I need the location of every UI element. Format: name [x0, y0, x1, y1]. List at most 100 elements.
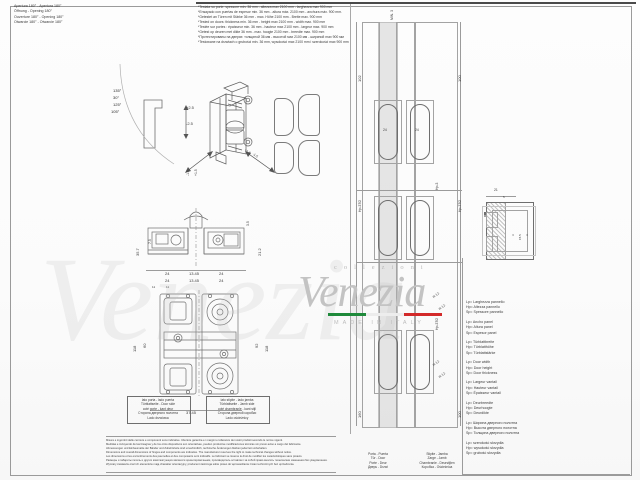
term-line: Дверь - Drzwi	[368, 465, 388, 470]
legend-line: Lp= Largeur vantail	[466, 380, 497, 385]
door-spec-line: *Testowane na drzwiach o grubości min. 3…	[198, 39, 349, 44]
term-line: Zarge - Jamb	[427, 456, 447, 461]
dim-jamb-top: 100	[457, 75, 462, 82]
detail-notch-top	[486, 212, 498, 228]
door-spec-line: *Tested on doors: thickness min. 36 mm -…	[198, 19, 326, 24]
legend-line: Hp= Высота дверного полотна	[466, 425, 517, 430]
spacer2	[484, 215, 486, 217]
legend-line: Lp= szerokość skrzydła	[466, 440, 504, 445]
hinge-mortise-bottom-panel	[378, 334, 398, 390]
hinge-position-bottom-panel	[374, 330, 402, 394]
caption-door-side-box	[127, 396, 191, 424]
dim-front-inner: 92	[254, 343, 259, 348]
caption-line: Türblattseite - Door side	[140, 402, 175, 407]
opening-spec-line: Apertura 180° - Apertura 180°	[14, 4, 62, 8]
vertical-adjust-arrow-icon	[183, 105, 189, 139]
bottom-terms-jamb: Stipite - Jamba Zarge - Jamb Chambranle …	[406, 452, 468, 470]
disclaimer-bottom-rule	[106, 472, 336, 473]
legend-line: Sp= Толщина дверного полотна	[466, 431, 520, 436]
legend-line: Lp= Ancho panel	[466, 320, 493, 325]
hinge-mortise-top-panel	[378, 104, 398, 160]
dim-knuckle: 13.45	[189, 271, 200, 276]
hinge-mortise-mid-jamb	[410, 200, 430, 256]
term-line: Porta - Puerta	[368, 452, 388, 456]
door-spec-block: *Testata su porte: spessore min. 36 mm -…	[198, 5, 634, 45]
caption-line: Lado drzwiowa	[147, 415, 169, 420]
hinge-mortise-mid-panel	[378, 200, 398, 256]
door-spec-line: *Getestet an Türen mit Stärke 36 mm - ma…	[198, 14, 322, 19]
column-divider	[350, 4, 351, 434]
detail-sub-label: 5	[503, 195, 505, 199]
angle-value: 135°	[113, 88, 122, 93]
sheet-border	[10, 6, 632, 476]
caption-jamb-side-box	[206, 396, 270, 424]
min-gap-label: MIN. 3	[390, 10, 394, 20]
cover-cap-shape	[298, 140, 320, 176]
legend-line: Sp= Deurdikte	[466, 410, 489, 415]
disclaimer-line: Les dimensions et les encombrements des …	[106, 455, 303, 459]
legend-line: Hp= Door height	[466, 365, 493, 370]
detail-frame	[482, 206, 536, 256]
spec-top-rule	[196, 2, 636, 4]
dim-top-small2: 3.5	[246, 221, 250, 226]
caption-door-side: lato porta - lado puerta Türblattseite -…	[127, 398, 189, 420]
legend-line: Sp= grubość skrzydła	[466, 451, 501, 456]
legend-line: Lp= Türblattbreite	[466, 340, 495, 345]
caption-line: Lado ościeżnicy	[225, 415, 249, 420]
guide-line	[356, 22, 357, 426]
legend-line: Lp= Larghezza pannello	[466, 300, 505, 304]
opening-spec-line: Ouverture 180° - Opening 180°	[14, 14, 64, 19]
disclaimer-line: Medidas e incluyendo de las bisagras y d…	[106, 443, 302, 447]
door-spec-line: *Ensayado con puertas de espesor min. 36…	[198, 9, 342, 14]
swing-arc	[119, 63, 175, 165]
dim-front-small-top: 11	[152, 285, 156, 289]
door-spec-line: *Testata su porte: spessore min. 36 mm -…	[198, 5, 333, 9]
dim-front-right-plate: 24	[219, 278, 224, 283]
hinge-position-mid-panel	[374, 196, 402, 260]
disclaimer-line: Dimensions and overall dimensions of hin…	[106, 451, 292, 455]
depth-adjust-arrow-icon	[245, 151, 275, 173]
caption-line: lato porta - lado puerta	[141, 398, 175, 402]
dim-mid-right: Hp-37/2	[435, 317, 439, 330]
angle-value: 125°	[113, 102, 122, 107]
dim-front-outer-right: 118	[264, 345, 269, 352]
registration-line	[356, 262, 462, 263]
cover-cap-shape	[298, 94, 320, 136]
legend-line: Sp= Spessore pannello	[466, 310, 504, 315]
bottom-terms-door: Porta - Puerta Tür - Door Porte - Deur Д…	[352, 452, 404, 470]
legend-line: Sp= Épaisseur vantail	[466, 390, 501, 395]
term-line: Chambranle - Deurstijlen	[419, 460, 455, 465]
dim-front-left-plate: 24	[165, 278, 170, 283]
legend-line: Lp= Ширина дверного полотна	[466, 420, 518, 425]
dim-left-plate: 24	[165, 271, 170, 276]
dim-top-small: 7.5	[148, 239, 152, 244]
detail-anchor	[484, 212, 486, 214]
detail-width-label: 21	[494, 188, 498, 192]
hinge-section-view	[147, 208, 245, 268]
disclaimer-line: Размеры и габариты петель и других компл…	[106, 459, 328, 463]
section-dim-rule	[146, 270, 246, 271]
legend-group: Lp= Deurbreedte Hp= Deurhoogte Sp= Deurd…	[466, 401, 626, 417]
term-line: Коробка - Ościeżnica	[421, 465, 453, 470]
detail-dim-rule	[486, 196, 516, 197]
legend-line: Sp= Türblattstärke	[466, 350, 496, 355]
term-line: Porte - Deur	[369, 460, 387, 465]
term-line: Tür - Door	[370, 456, 386, 461]
detail-notch-bottom	[486, 236, 498, 252]
opening-spec-line: Öffnung - Opening 180°	[14, 9, 52, 14]
adjust-lateral-plus: +1.5	[194, 169, 198, 176]
adjust-vertical-plus: +2.5	[186, 105, 194, 110]
legend-block: Lp= Larghezza pannello Hp= Altezza panne…	[466, 300, 626, 461]
legend-group: Lp= Ширина дверного полотна Hp= Высота д…	[466, 421, 626, 437]
caption-jamb-side: lato stipite - lado jamba Türblattseite …	[206, 398, 268, 420]
legend-line: Hp= Altura panel	[466, 325, 493, 330]
dim-center-left: Hp-37/2	[358, 199, 362, 212]
angle-value: 30°	[113, 95, 120, 100]
door-spec-line: *Testée sur portes : épaisseur min. 36 m…	[198, 24, 334, 29]
dim-right-plate: 24	[219, 271, 224, 276]
legend-group: Lp= Türblattbreite Hp= Türblatthöhe Sp= …	[466, 340, 626, 356]
lateral-adjust-arrow-icon	[185, 151, 213, 173]
legend-group: Lp= Ancho panel Hp= Altura panel Sp= Esp…	[466, 320, 626, 336]
legend-group: Lp= Larghezza pannello Hp= Altezza panne…	[466, 300, 626, 316]
